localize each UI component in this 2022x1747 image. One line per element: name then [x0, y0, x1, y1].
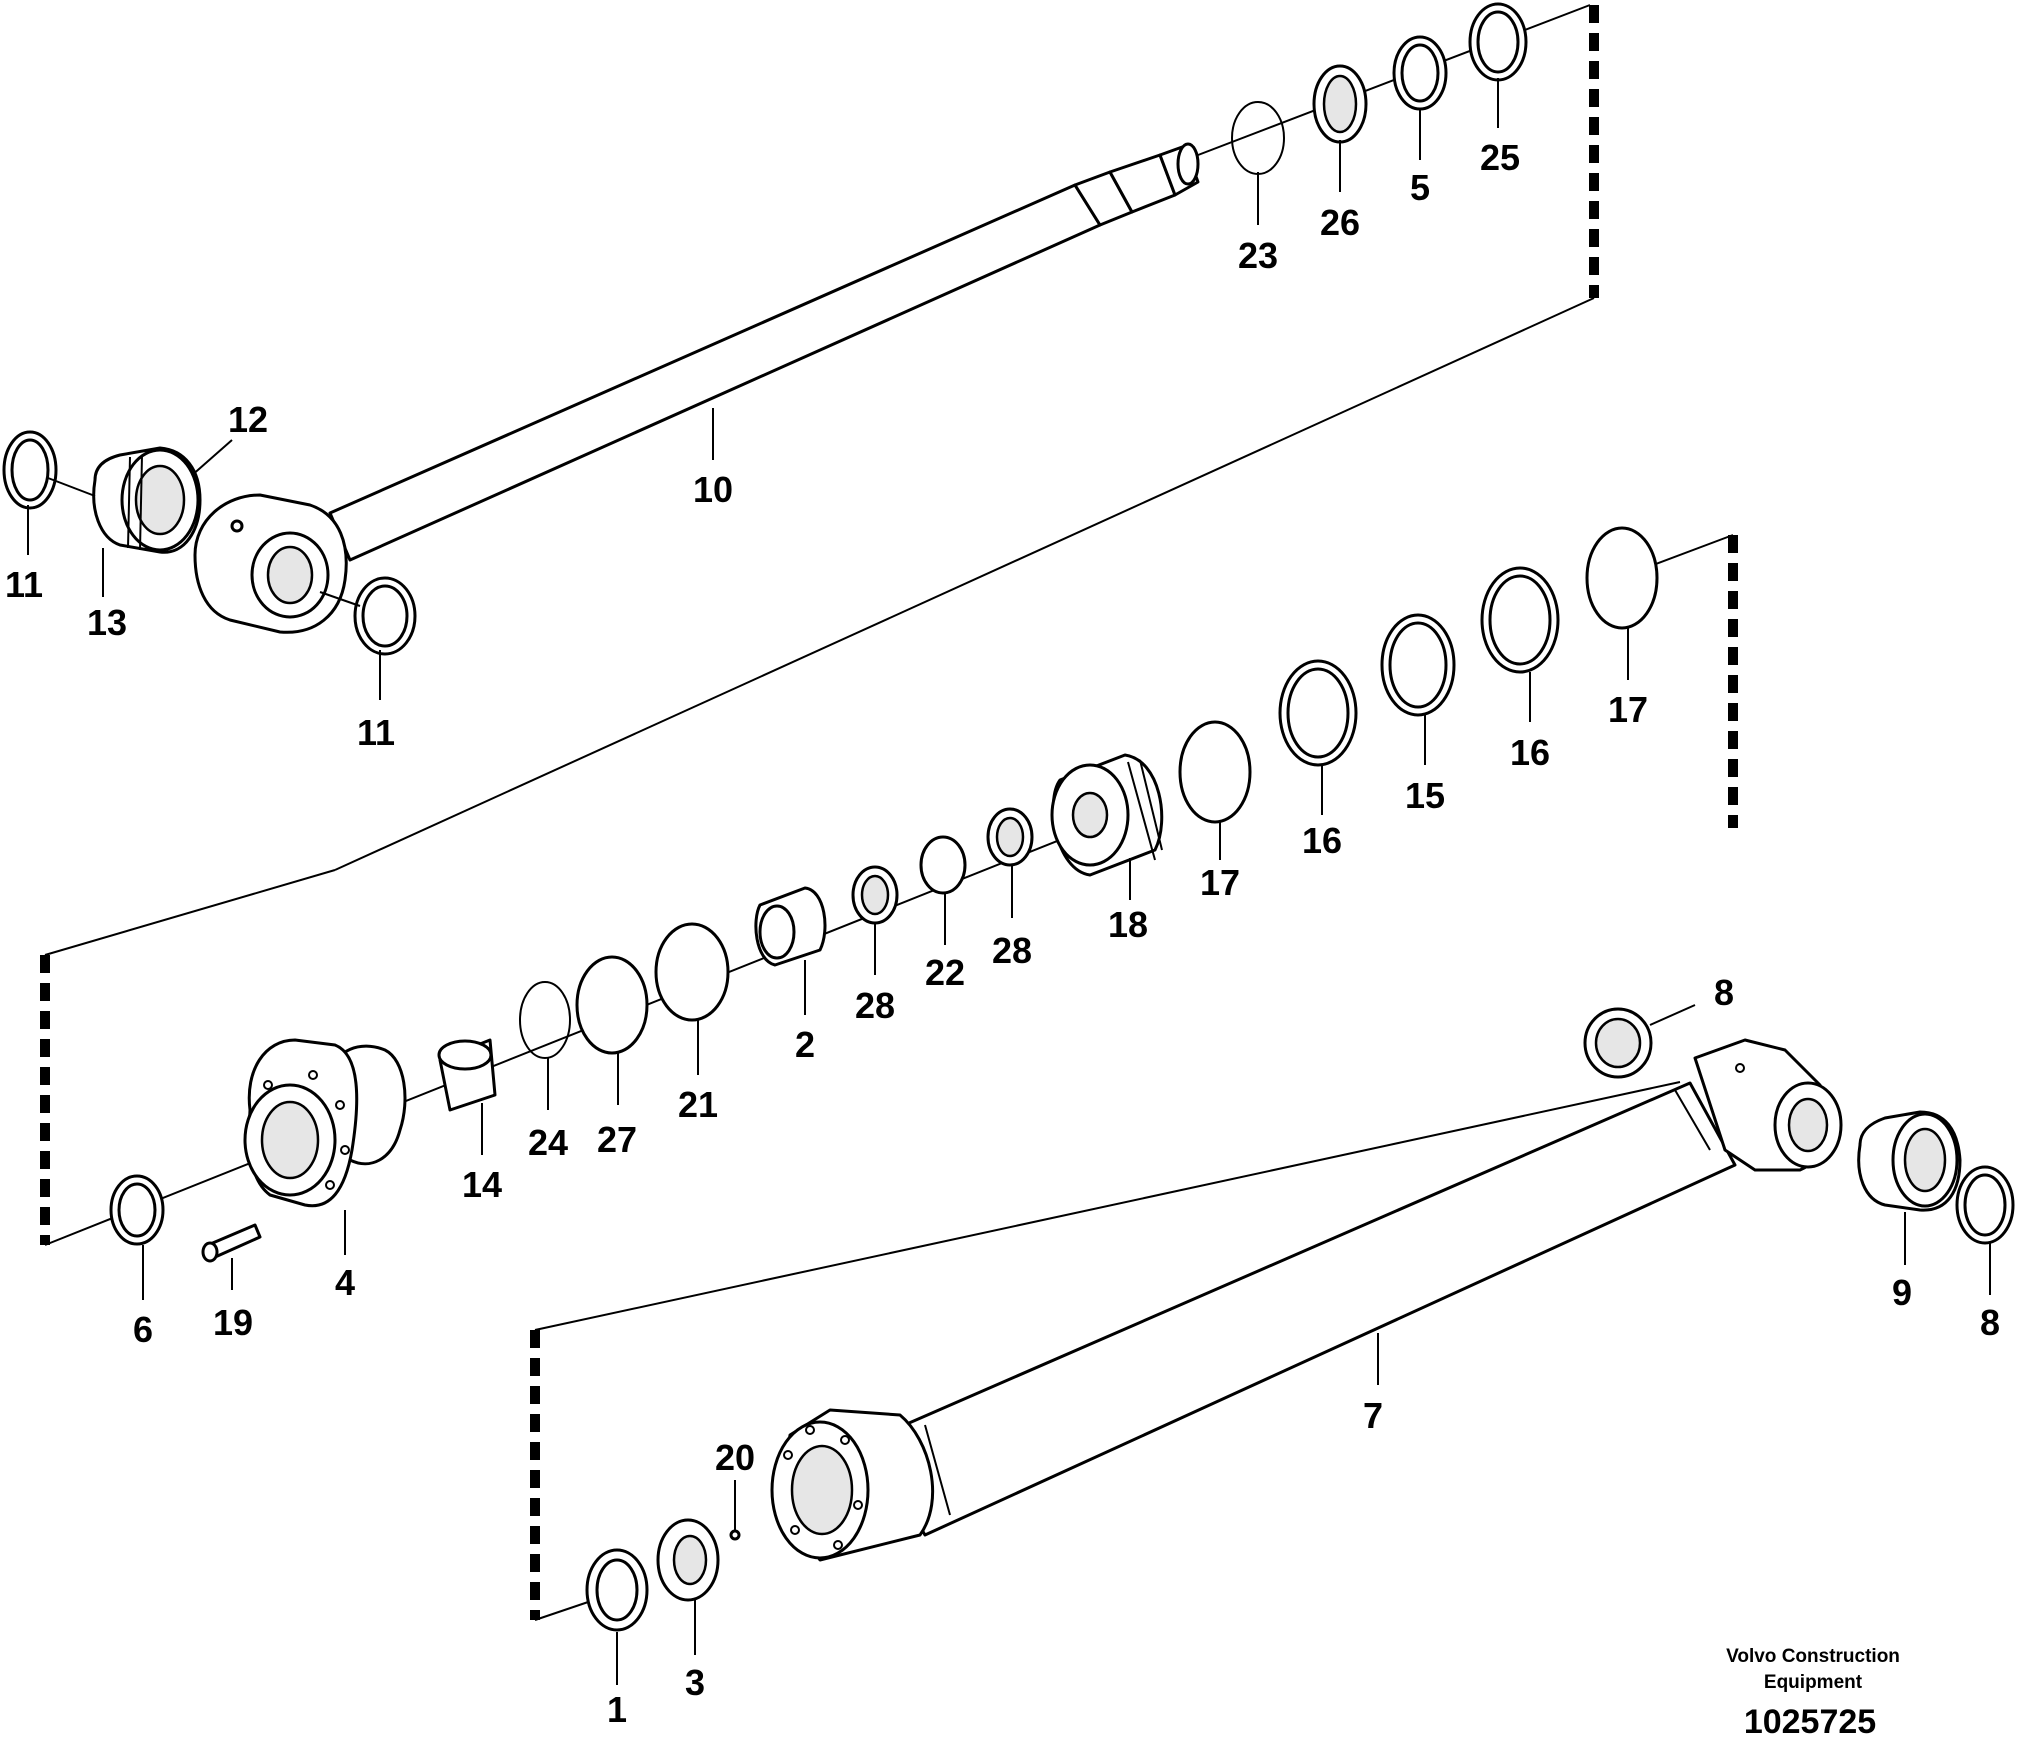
callout-24: 24 [528, 1122, 568, 1163]
callout-13: 13 [87, 602, 127, 643]
callout-numbers: 1 2 3 4 5 6 7 8 8 9 10 11 11 12 13 14 15… [5, 137, 2000, 1730]
callout-17-left: 17 [1200, 862, 1240, 903]
callout-1: 1 [607, 1689, 627, 1730]
brand-caption: Volvo Construction Equipment 1025725 [1726, 1646, 1900, 1741]
cylinder-tube-group [530, 1004, 2015, 1632]
o-ring-27 [575, 955, 649, 1055]
callout-4: 4 [335, 1262, 355, 1303]
callout-8-bottom: 8 [1980, 1302, 2000, 1343]
seal-ring-26 [1312, 64, 1368, 144]
piston-seal-15 [1380, 613, 1456, 717]
bushing-rod-part [92, 446, 202, 554]
guide-bushing-part [437, 1038, 497, 1112]
slide-ring-17-right [1585, 526, 1659, 630]
callout-17-right: 17 [1608, 689, 1648, 730]
backup-ring-24 [519, 981, 571, 1059]
callout-16-right: 16 [1510, 732, 1550, 773]
o-ring-22 [919, 835, 967, 895]
seal-ring-6 [109, 1174, 165, 1246]
seal-ring-25 [1468, 2, 1528, 82]
callout-6: 6 [133, 1309, 153, 1350]
callout-18: 18 [1108, 904, 1148, 945]
dust-seal-8-bottom [1955, 1165, 2015, 1245]
cylinder-tube-part [770, 1038, 1843, 1562]
seal-ring-28-left [851, 865, 899, 925]
lock-nut-part [656, 1518, 720, 1602]
slide-ring-17-left [1178, 720, 1252, 824]
dust-seal-ring-left [2, 430, 96, 510]
callout-7: 7 [1363, 1395, 1383, 1436]
callout-16-left: 16 [1302, 820, 1342, 861]
dust-seal-8-top [1583, 1004, 1696, 1079]
callout-28-right: 28 [992, 930, 1032, 971]
piston-part [1050, 753, 1164, 877]
callout-leaders [27, 78, 1991, 1685]
callout-3: 3 [685, 1662, 705, 1703]
callout-14: 14 [462, 1164, 502, 1205]
piston-head-group [40, 526, 1738, 1263]
figure-number: 1025725 [1744, 1703, 1876, 1741]
bushing-tube-part [1857, 1110, 1962, 1212]
cylinder-head-part [243, 1038, 407, 1208]
callout-15: 15 [1405, 775, 1445, 816]
callout-27: 27 [597, 1119, 637, 1160]
bolt-part [201, 1223, 262, 1263]
seal-ring-28-right [986, 807, 1034, 867]
callout-28-left: 28 [855, 985, 895, 1026]
callout-12: 12 [228, 399, 268, 440]
callout-21: 21 [678, 1084, 718, 1125]
seal-ring-5 [1392, 35, 1448, 111]
callout-22: 22 [925, 952, 965, 993]
callout-9: 9 [1892, 1272, 1912, 1313]
set-screw-part [729, 1480, 741, 1541]
wear-ring-16-right [1480, 566, 1560, 674]
callout-10: 10 [693, 469, 733, 510]
callout-19: 19 [213, 1302, 253, 1343]
piston-rod-group [2, 2, 1599, 871]
piston-rod-part [193, 142, 1200, 634]
callout-20: 20 [715, 1437, 755, 1478]
wear-ring-16-left [1278, 659, 1358, 767]
dust-seal-ring-right [319, 576, 417, 656]
o-ring-21 [654, 922, 730, 1022]
callout-2: 2 [795, 1024, 815, 1065]
seal-ring-1 [585, 1548, 649, 1632]
callout-11-right: 11 [357, 712, 395, 753]
callout-11-left: 11 [5, 564, 43, 605]
callout-25: 25 [1480, 137, 1520, 178]
brand-line-2: Equipment [1764, 1672, 1863, 1693]
brand-line-1: Volvo Construction [1726, 1646, 1900, 1667]
callout-26: 26 [1320, 202, 1360, 243]
callout-8-top: 8 [1714, 972, 1734, 1013]
callout-23: 23 [1238, 235, 1278, 276]
callout-5: 5 [1410, 167, 1430, 208]
spacer-part [754, 886, 827, 967]
